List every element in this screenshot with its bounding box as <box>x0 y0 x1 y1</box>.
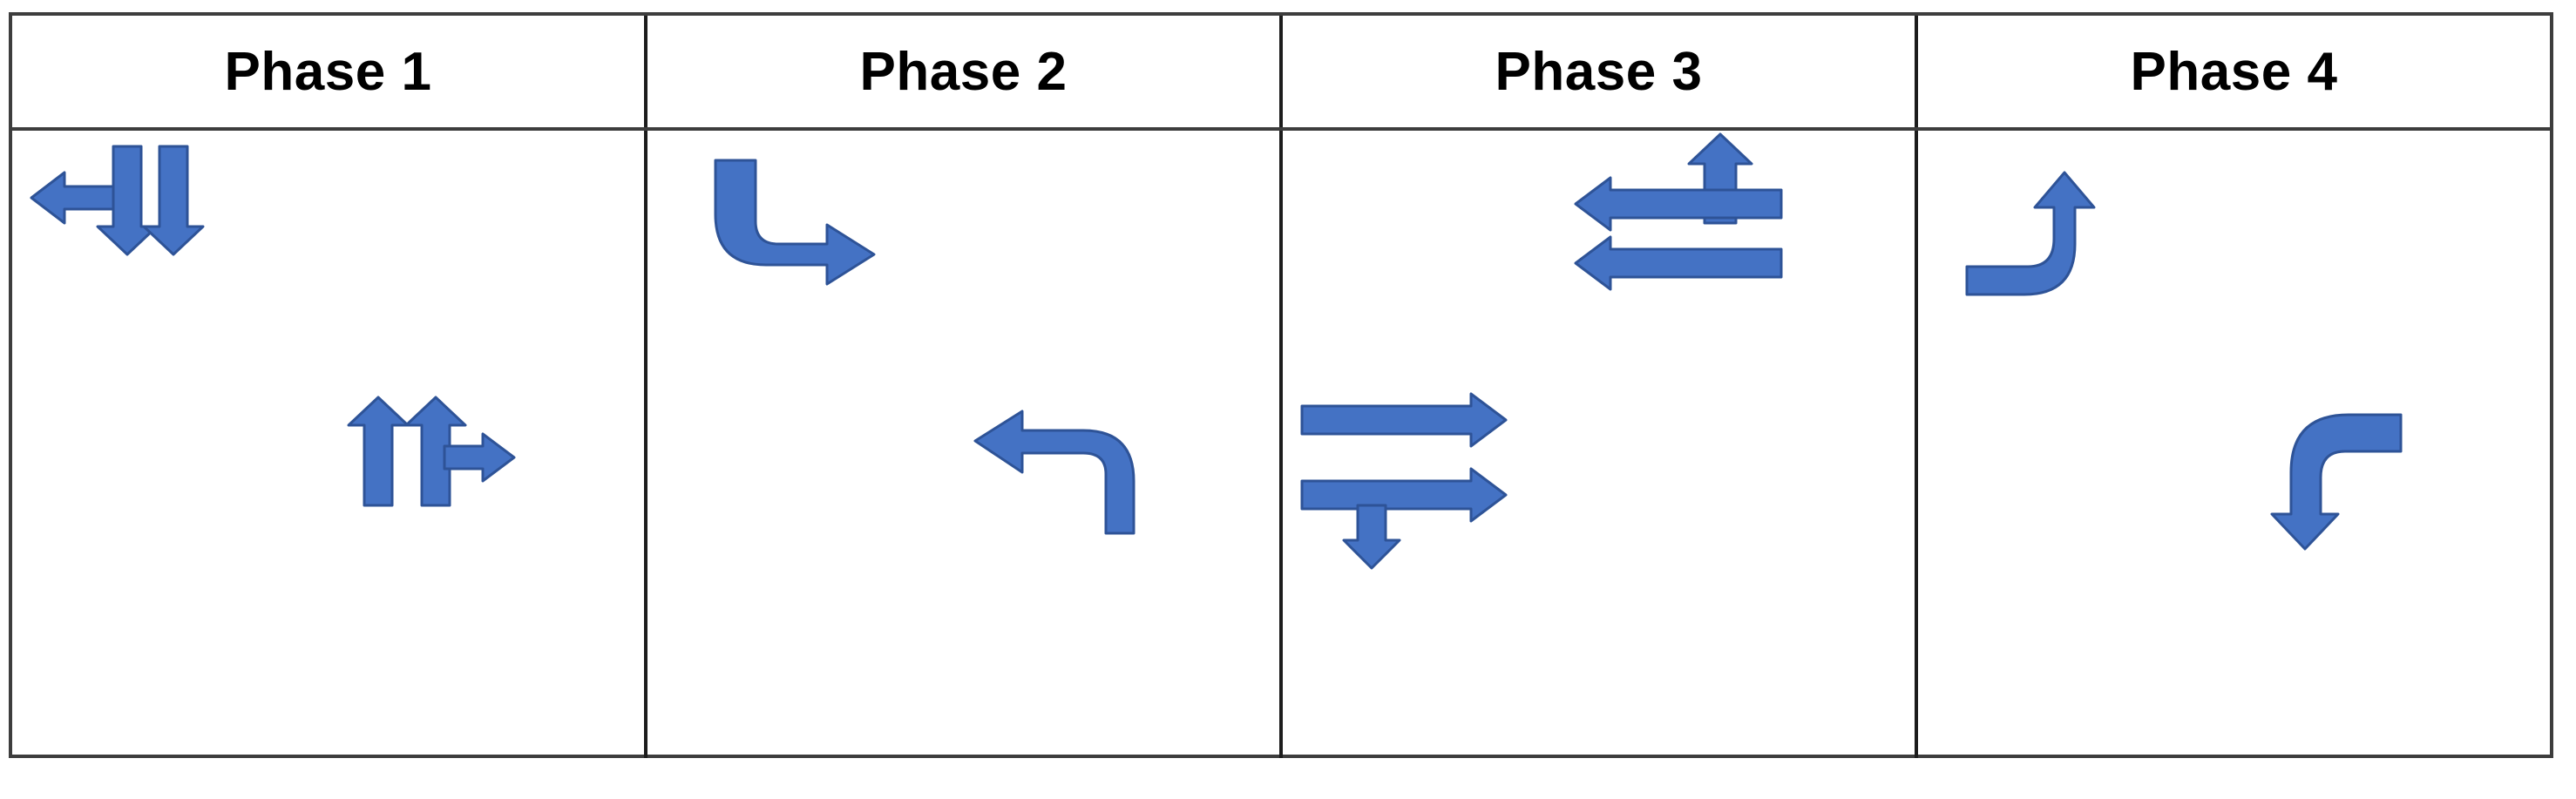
header-cell-phase-3: Phase 3 <box>1283 16 1918 127</box>
phase-4-label: Phase 4 <box>2130 41 2338 102</box>
curve-left-to-down-arrow <box>2270 413 2403 551</box>
down-arrow-1 <box>96 145 159 256</box>
right-arrow-2 <box>1300 467 1508 523</box>
phase-header-row: Phase 1 Phase 2 Phase 3 Phase 4 <box>12 16 2550 131</box>
left-arrow-1 <box>1574 176 1783 232</box>
phase-3-label: Phase 3 <box>1495 41 1703 102</box>
left-arrow-2 <box>1574 235 1783 291</box>
right-arrow <box>443 432 516 483</box>
curve-right-to-up-arrow <box>1965 171 2096 296</box>
phase-1-group-top-left <box>24 139 205 257</box>
phase-2-group-top-left <box>708 153 891 286</box>
header-cell-phase-1: Phase 1 <box>12 16 647 127</box>
body-cell-phase-2 <box>647 131 1283 758</box>
left-arrow <box>30 171 122 225</box>
phase-3-group-top-right <box>1570 131 1814 291</box>
phase-1-group-bottom-right <box>335 392 535 514</box>
up-arrow-1 <box>347 396 410 507</box>
curve-up-to-left-arrow <box>973 410 1135 535</box>
phase-2-label: Phase 2 <box>859 41 1068 102</box>
phase-3-group-bottom-left <box>1298 392 1542 570</box>
body-cell-phase-1 <box>12 131 647 758</box>
header-cell-phase-4: Phase 4 <box>1918 16 2550 127</box>
right-arrow-1 <box>1300 392 1508 448</box>
phase-4-group-top-left <box>1963 169 2138 300</box>
phase-4-group-bottom-right <box>2254 411 2429 551</box>
phase-table: Phase 1 Phase 2 Phase 3 Phase 4 <box>9 12 2553 758</box>
phase-2-group-bottom-right <box>972 404 1155 535</box>
header-cell-phase-2: Phase 2 <box>647 16 1283 127</box>
phase-1-label: Phase 1 <box>224 41 432 102</box>
up-arrow-2 <box>404 396 467 507</box>
body-cell-phase-3 <box>1283 131 1918 758</box>
phase-body-row <box>12 131 2550 758</box>
down-arrow-2 <box>142 145 205 256</box>
down-arrow <box>1342 504 1401 570</box>
curve-down-to-right-arrow <box>714 159 876 286</box>
body-cell-phase-4 <box>1918 131 2550 758</box>
